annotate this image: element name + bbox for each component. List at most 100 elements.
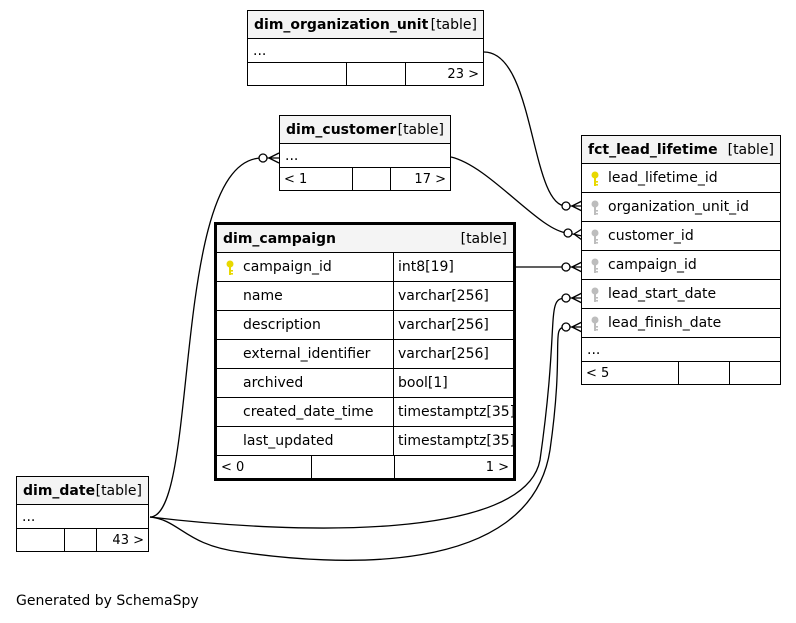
table-fct-lead-lifetime[interactable]: fct_lead_lifetime [table] lead_lifetime_…	[581, 135, 781, 385]
table-header: dim_customer [table]	[280, 116, 450, 144]
columns-count	[352, 168, 390, 190]
column-name: last_updated	[243, 433, 334, 449]
table-footer: < 0 1 >	[217, 456, 513, 478]
optional-marker	[258, 153, 268, 163]
table-type: [table]	[460, 230, 507, 247]
column-row[interactable]: campaign_id int8[19]	[217, 253, 513, 282]
parents-count: < 0	[221, 459, 245, 475]
crowfoot-marker	[268, 152, 280, 164]
table-type: [table]	[95, 482, 142, 499]
children-count: 43 >	[96, 529, 148, 551]
table-type: [table]	[727, 141, 774, 158]
columns-count	[678, 362, 729, 384]
column-name: customer_id	[608, 228, 694, 244]
table-dim-customer[interactable]: dim_customer [table] ... < 1 17 >	[279, 115, 451, 191]
foreign-key-icon	[591, 258, 599, 273]
column-name: campaign_id	[608, 257, 697, 273]
table-header: fct_lead_lifetime [table]	[582, 136, 780, 164]
column-name: name	[243, 288, 283, 304]
column-row[interactable]: description varchar[256]	[217, 311, 513, 340]
column-type: varchar[256]	[393, 340, 489, 368]
column-type: bool[1]	[393, 369, 448, 397]
generated-by-label: Generated by SchemaSpy	[16, 593, 199, 609]
column-row[interactable]: external_identifier varchar[256]	[217, 340, 513, 369]
column-name: lead_start_date	[608, 286, 717, 302]
column-row[interactable]: last_updated timestamptz[35]	[217, 427, 515, 456]
table-header: dim_date [table]	[17, 477, 148, 505]
column-name: description	[243, 317, 321, 333]
column-type: varchar[256]	[393, 282, 489, 310]
optional-marker	[561, 201, 571, 211]
column-type: timestamptz[35]	[393, 398, 515, 426]
table-dim-date[interactable]: dim_date [table] ... 43 >	[16, 476, 149, 552]
table-header: dim_campaign [table]	[217, 225, 513, 253]
column-name: lead_finish_date	[608, 315, 722, 331]
columns-count	[346, 63, 405, 85]
parents-count	[248, 63, 346, 85]
table-name: dim_campaign	[223, 230, 336, 247]
edge-customer-to-fact	[450, 156, 583, 237]
crowfoot-marker	[571, 292, 583, 304]
edge-org-unit-to-fact	[483, 51, 582, 207]
table-name: dim_customer	[286, 121, 397, 138]
crowfoot-marker	[571, 200, 583, 212]
column-row[interactable]: lead_lifetime_id	[582, 164, 780, 193]
columns-ellipsis: ...	[280, 144, 450, 168]
optional-marker	[561, 293, 571, 303]
column-name: lead_lifetime_id	[608, 170, 718, 186]
children-count	[729, 362, 780, 384]
column-row[interactable]: lead_finish_date	[582, 309, 780, 338]
columns-count	[311, 456, 394, 478]
foreign-key-icon	[591, 287, 599, 302]
column-type: varchar[256]	[393, 311, 489, 339]
table-dim-campaign[interactable]: dim_campaign [table] campaign_id int8[19]…	[214, 222, 516, 481]
column-row[interactable]: organization_unit_id	[582, 193, 780, 222]
crowfoot-marker	[571, 321, 583, 333]
parents-count	[17, 529, 64, 551]
optional-marker	[561, 322, 571, 332]
column-type: int8[19]	[393, 253, 454, 281]
column-name: archived	[243, 375, 304, 391]
primary-key-icon	[591, 171, 599, 186]
column-row[interactable]: archived bool[1]	[217, 369, 513, 398]
column-row[interactable]: created_date_time timestamptz[35]	[217, 398, 515, 427]
children-count: 17 >	[390, 168, 450, 190]
foreign-key-icon	[591, 229, 599, 244]
optional-marker	[561, 262, 571, 272]
children-count: 1 >	[394, 456, 513, 478]
columns-count	[64, 529, 96, 551]
column-name: external_identifier	[243, 346, 371, 362]
column-row[interactable]: customer_id	[582, 222, 780, 251]
table-name: dim_organization_unit	[254, 16, 429, 33]
columns-ellipsis: ...	[248, 39, 483, 63]
column-row[interactable]: lead_start_date	[582, 280, 780, 309]
table-name: fct_lead_lifetime	[588, 141, 718, 158]
column-type: timestamptz[35]	[393, 427, 515, 455]
table-dim-organization-unit[interactable]: dim_organization_unit [table] ... 23 >	[247, 10, 484, 86]
children-count: 23 >	[405, 63, 483, 85]
column-name: created_date_time	[243, 404, 374, 420]
column-row[interactable]: name varchar[256]	[217, 282, 513, 311]
table-footer: < 5	[582, 362, 780, 384]
columns-ellipsis: ...	[582, 338, 780, 362]
optional-marker	[563, 228, 573, 238]
table-footer: < 1 17 >	[280, 168, 450, 190]
table-footer: 23 >	[248, 63, 483, 85]
edge-date-to-lead-finish	[149, 326, 582, 561]
columns-ellipsis: ...	[17, 505, 148, 529]
table-name: dim_date	[23, 482, 96, 499]
primary-key-icon	[226, 260, 234, 275]
column-row[interactable]: campaign_id	[582, 251, 780, 280]
parents-count: < 5	[586, 365, 610, 381]
crowfoot-marker	[573, 228, 583, 241]
table-header: dim_organization_unit [table]	[248, 11, 483, 39]
foreign-key-icon	[591, 316, 599, 331]
crowfoot-marker	[571, 261, 583, 273]
foreign-key-icon	[591, 200, 599, 215]
table-type: [table]	[397, 121, 444, 138]
edge-date-to-customer	[149, 157, 279, 518]
column-name: campaign_id	[243, 259, 332, 275]
parents-count: < 1	[284, 171, 308, 187]
table-footer: 43 >	[17, 529, 148, 551]
